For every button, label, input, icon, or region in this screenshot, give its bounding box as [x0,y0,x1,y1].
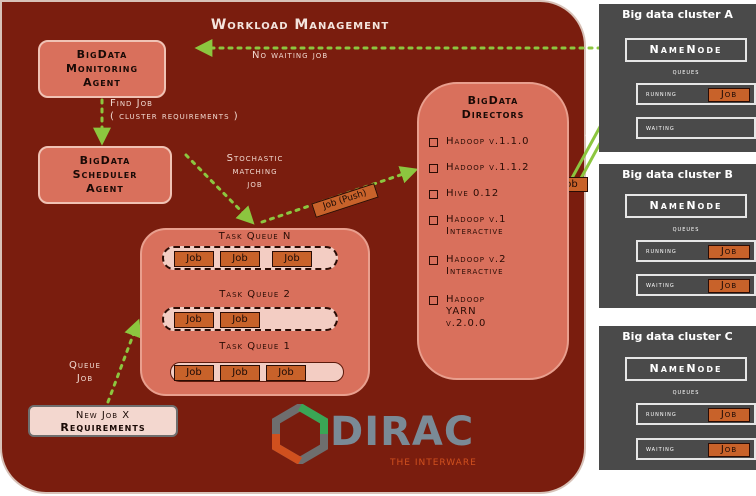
find-job-label: Find Job [110,98,153,109]
directors-box: BigData Directors Hadoop v.1.1.0 Hadoop … [417,82,569,380]
cluster-b-waiting-row: waiting Job [636,274,756,296]
scheduler-agent-line2: Scheduler [72,168,138,181]
cluster-a-running-job: Job [708,88,750,102]
new-job-line1: New Job X [75,410,131,421]
cluster-a-running-row: running Job [636,83,756,105]
task-queue-1-job-2: Job [220,365,260,381]
director-label: Hadoop YARN v.2.0.0 [446,294,487,329]
monitoring-agent-line2: Monitoring [65,62,139,75]
job-label: job [247,179,263,190]
cluster-a-waiting-label: waiting [646,124,675,132]
cluster-c-namenode: NameNode [625,357,747,381]
cluster-a-waiting-row: waiting [636,117,756,139]
task-queue-2-job-1: Job [174,312,214,328]
checkbox-icon [429,256,438,265]
cluster-a-running-label: running [646,90,677,98]
task-queue-2-job-2: Job [220,312,260,328]
cluster-b-waiting-label: waiting [646,281,675,289]
task-queue-n-job-2: Job [220,251,260,267]
cluster-b-namenode: NameNode [625,194,747,218]
cluster-a-title: Big data cluster A [622,8,733,21]
checkbox-icon [429,138,438,147]
cluster-c-title: Big data cluster C [622,330,733,343]
cluster-c-queues-label: queues [672,388,700,396]
cluster-a-queues-label: queues [672,68,700,76]
director-item: Hadoop v.1.1.2 [429,162,564,174]
cluster-c-panel: Big data cluster C NameNode queues runni… [599,326,756,470]
director-label: Hadoop v.1 Interactive [446,214,507,237]
cluster-b-queues-label: queues [672,225,700,233]
directors-title-line2: Directors [461,108,525,121]
cluster-c-waiting-job: Job [708,443,750,457]
director-item: Hadoop v.2 Interactive [429,254,564,278]
task-queue-n-job-3: Job [272,251,312,267]
scheduler-agent-line1: BigData [79,154,131,167]
monitoring-agent-line3: Agent [83,76,121,89]
task-queue-1-job-3: Job [266,365,306,381]
director-label: Hive 0.12 [446,188,500,199]
cluster-b-running-label: running [646,247,677,255]
task-queue-1-label: Task Queue 1 [219,341,291,352]
cluster-requirements-label: ( cluster requirements ) [110,111,239,122]
queue-label: Queue [69,360,101,371]
monitoring-agent-box: BigData Monitoring Agent [38,40,166,98]
workload-title: Workload Management [210,17,390,33]
directors-title: BigData Directors [419,94,567,122]
monitoring-agent-line1: BigData [76,48,128,61]
stochastic-label: Stochastic [226,153,284,164]
queue-job-label: Job [76,373,94,384]
task-queue-n-label: Task Queue N [218,231,292,242]
dirac-logo-icon [272,404,328,464]
cluster-c-running-job: Job [708,408,750,422]
arrow-stochastic [184,153,255,225]
cluster-c-running-label: running [646,410,677,418]
cluster-b-panel: Big data cluster B NameNode queues runni… [599,164,756,308]
scheduler-agent-line3: Agent [86,182,124,195]
dirac-logo-text: DIRAC [330,409,475,455]
task-queue-2-label: Task Queue 2 [219,289,291,300]
new-job-box: New Job X Requirements [28,405,178,437]
checkbox-icon [429,164,438,173]
new-job-line2: Requirements [60,421,146,434]
directors-title-line1: BigData [467,94,519,107]
no-waiting-job-label: No waiting job [252,50,329,61]
cluster-a-panel: Big data cluster A NameNode queues runni… [599,4,756,152]
task-queue-1-job-1: Job [174,365,214,381]
cluster-c-waiting-label: waiting [646,445,675,453]
director-item: Hadoop YARN v.2.0.0 [429,294,564,330]
cluster-b-title: Big data cluster B [622,168,733,181]
director-label: Hadoop v.1.1.2 [446,162,530,173]
checkbox-icon [429,296,438,305]
cluster-b-running-row: running Job [636,240,756,262]
cluster-b-running-job: Job [708,245,750,259]
scheduler-agent-box: BigData Scheduler Agent [38,146,172,204]
cluster-a-namenode: NameNode [625,38,747,62]
arrow-queue-job [106,318,142,404]
director-label: Hadoop v.2 Interactive [446,254,507,277]
cluster-c-waiting-row: waiting Job [636,438,756,460]
task-queue-n-job-1: Job [174,251,214,267]
cluster-c-running-row: running Job [636,403,756,425]
director-item: Hive 0.12 [429,188,564,200]
cluster-b-waiting-job: Job [708,279,750,293]
matching-label: matching [232,166,278,177]
dirac-tagline: THE INTERWARE [390,458,477,468]
director-label: Hadoop v.1.1.0 [446,136,530,147]
checkbox-icon [429,190,438,199]
checkbox-icon [429,216,438,225]
director-item: Hadoop v.1 Interactive [429,214,564,238]
director-item: Hadoop v.1.1.0 [429,136,564,148]
